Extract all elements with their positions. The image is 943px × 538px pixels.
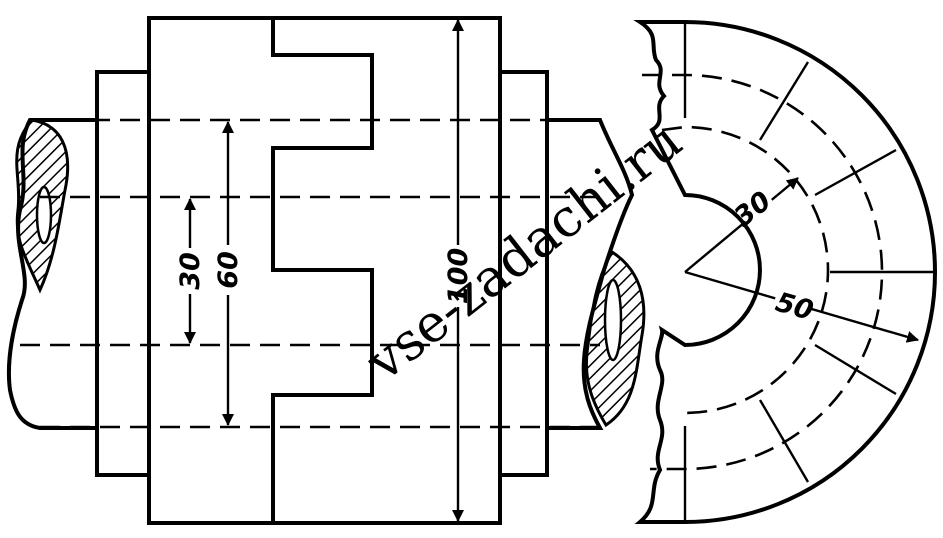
dim-label-r50: 50 xyxy=(772,287,817,327)
dim-line-r30 xyxy=(684,177,799,273)
dim-label-r30: 30 xyxy=(728,186,777,234)
dim-label-100: 100 xyxy=(443,248,474,304)
radial-line-5 xyxy=(814,343,897,396)
break-hole-right xyxy=(603,278,623,362)
dim-label-30: 30 xyxy=(175,252,206,290)
jaw-profile xyxy=(271,18,374,523)
radial-line-3 xyxy=(814,148,897,197)
watermark: vse-zadachi.ru xyxy=(355,111,693,394)
section-dash-arc-inner xyxy=(661,125,830,415)
radial-line-2 xyxy=(758,61,810,141)
dim-label-60: 60 xyxy=(213,251,244,289)
side-view: 30 60 100 xyxy=(6,16,646,525)
radial-line-6 xyxy=(758,399,810,483)
section-dash-arc-outer xyxy=(642,73,884,471)
section-view: 30 50 xyxy=(633,20,937,524)
flange-right xyxy=(498,70,549,477)
section-outer-ring xyxy=(633,20,937,524)
flange-left xyxy=(95,70,151,477)
break-hole-left xyxy=(35,185,53,245)
